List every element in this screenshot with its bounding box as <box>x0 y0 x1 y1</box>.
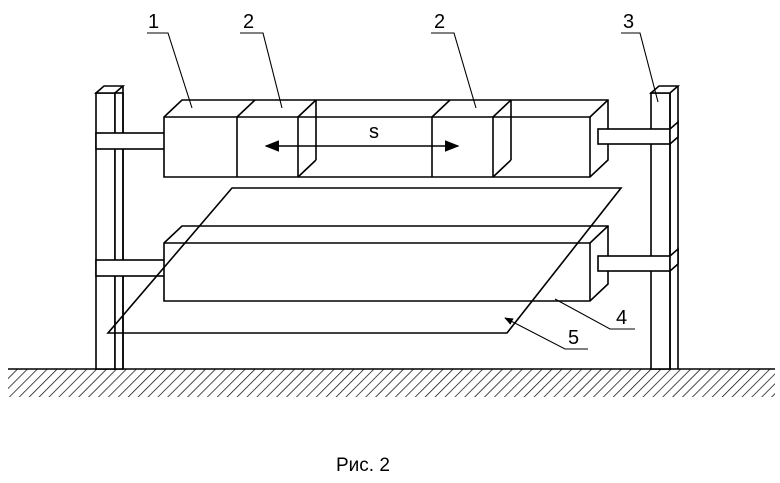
label-5: 5 <box>568 327 579 349</box>
label-3: 3 <box>623 11 634 33</box>
label-1: 1 <box>148 11 159 33</box>
spacing-label: s <box>369 121 379 143</box>
left-post <box>96 86 123 369</box>
ground <box>8 369 775 397</box>
label-2-right: 2 <box>434 11 445 33</box>
upper-beam <box>164 100 608 177</box>
label-2-left: 2 <box>243 11 254 33</box>
label-4: 4 <box>616 307 627 329</box>
lower-left-stub <box>96 260 166 276</box>
figure-caption: Рис. 2 <box>336 455 390 476</box>
upper-left-stub <box>96 133 166 149</box>
